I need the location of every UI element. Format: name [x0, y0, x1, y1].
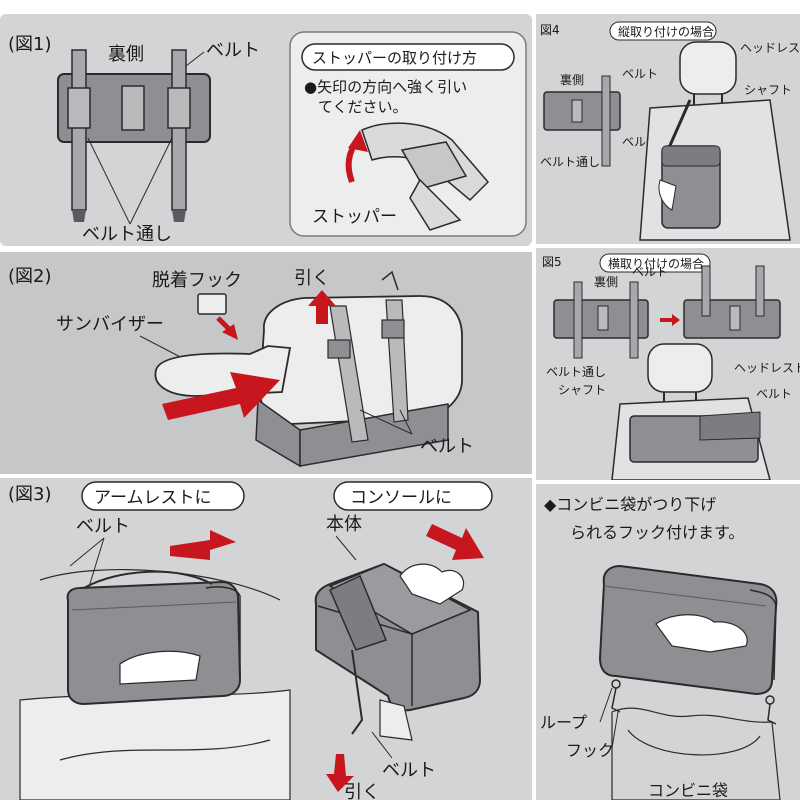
fig6-hook-label: フック [566, 741, 614, 760]
fig3-console-label: コンソールに [350, 488, 452, 508]
fig3-armrest-label: アームレストに [94, 488, 211, 508]
fig4-title: 縦取り付けの場合 [618, 24, 714, 39]
fig4-headrest-label: ヘッドレスト [740, 41, 800, 55]
stopper-title: ストッパーの取り付け方 [312, 49, 477, 67]
fig2-pull-label: 引く [294, 268, 330, 289]
fig4-belt-label: ベルト [622, 67, 658, 81]
panel-fig4: 図4 縦取り付けの場合 裏側 ベルト ベルト通し ヘッドレスト シャフト ベルト [536, 14, 800, 244]
fig2-hook [197, 293, 238, 340]
fig4-back-label: 裏側 [560, 72, 584, 87]
fig1-belt-left [67, 49, 91, 222]
stopper-illustration [345, 122, 490, 231]
panel-fig6: ◆コンビニ袋がつり下げ られるフック付けます。 ループ フック コンビニ袋 [536, 484, 800, 800]
fig5-case-right [683, 265, 781, 339]
fig1-belt-right [167, 49, 191, 222]
fig4-label: 図4 [540, 23, 560, 37]
fig5-title: 横取り付けの場合 [608, 256, 704, 271]
fig2-pull-arrow [308, 290, 336, 324]
fig4-headrest [639, 41, 791, 241]
panel-fig1: (図1) 裏側 ベルト ベルト通し ストッパーの取り付け方 ●矢印の方向へ強く引… [0, 14, 532, 246]
fig3-armrest-scene [19, 569, 291, 800]
fig1-label: (図1) [8, 34, 52, 55]
fig1-belt-loop-label: ベルト通し [82, 224, 172, 245]
fig2-sunvisor-label: サンバイザー [56, 314, 164, 335]
fig3-belt-left-label: ベルト [76, 516, 130, 537]
fig5-shaft-label: シャフト [558, 383, 606, 397]
fig6-note-1: ◆コンビニ袋がつり下げ [544, 495, 716, 514]
fig5-headrest-label: ヘッドレスト [734, 361, 800, 375]
stopper-instruction-1: ●矢印の方向へ強く引い [304, 78, 467, 96]
fig5-back-label: 裏側 [594, 274, 618, 289]
fig3-armrest-arrow [170, 530, 236, 560]
fig2-label: (図2) [8, 266, 52, 287]
fig3-pull-arrow [326, 754, 354, 792]
fig1-belt-label: ベルト [206, 40, 260, 61]
fig6-case [598, 564, 778, 696]
fig4-belt-loop-label: ベルト通し [540, 155, 600, 169]
fig3-body-label: 本体 [326, 514, 362, 535]
fig6-loop-label: ループ [540, 713, 587, 732]
fig6-note-2: られるフック付けます。 [570, 523, 744, 542]
fig6-bag [611, 707, 781, 800]
fig5-belt-loop-label: ベルト通し [546, 365, 606, 379]
fig3-console-arrow [426, 524, 484, 560]
fig1-back-label: 裏側 [108, 44, 144, 65]
fig2-hook-label: 脱着フック [152, 270, 242, 291]
fig3-label: (図3) [8, 484, 52, 505]
fig6-bag-label: コンビニ袋 [648, 781, 728, 800]
fig2-case [154, 270, 463, 468]
panel-fig5: 図5 横取り付けの場合 裏側 ベルト ベルト通し シャフト ヘッドレスト ベルト [536, 248, 800, 481]
stopper-instruction-2: てください。 [318, 98, 408, 116]
fig5-label: 図5 [542, 255, 562, 269]
fig3-belt-right-label: ベルト [382, 760, 436, 781]
panel-fig2: (図2) 脱着フック 引く サンバイザー ベルト [0, 252, 532, 474]
fig5-belt-label: ベルト [632, 265, 668, 279]
panel-fig3: (図3) アームレストに コンソールに ベルト 本体 [0, 478, 532, 800]
fig5-belt2-label: ベルト [756, 387, 792, 401]
fig2-belt-label: ベルト [420, 436, 474, 457]
fig5-case-left [553, 281, 649, 359]
fig5-headrest [611, 343, 771, 481]
fig2-insert-arrow [162, 372, 280, 420]
fig3-console-scene [314, 562, 482, 741]
fig4-shaft-label: シャフト [744, 83, 792, 97]
fig3-pull-label: 引く [344, 782, 380, 800]
stopper-label: ストッパー [312, 207, 397, 227]
